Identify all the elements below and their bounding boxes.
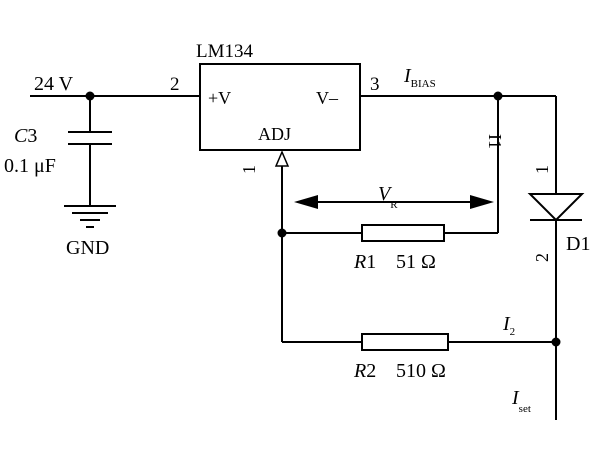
i2-label: I2 (502, 313, 515, 338)
vr-arrow-left-icon (294, 195, 318, 209)
r2-body (361, 333, 449, 351)
r1-value: 51 Ω (396, 251, 436, 273)
r2-label: R2 (353, 360, 376, 382)
iset-label: Iset (511, 387, 531, 415)
d1-pin1: 1 (532, 165, 552, 174)
c3-label: C3 (14, 125, 37, 147)
lm134-body (199, 63, 361, 151)
i2-main: I (502, 313, 511, 335)
pin3-number: 3 (370, 74, 380, 95)
pin-adj-label: ADJ (258, 124, 291, 144)
supply-voltage-label: 24 V (34, 73, 74, 95)
lm134-name: LM134 (196, 41, 254, 62)
vr-main: V (378, 183, 393, 205)
output-bottom-junction (551, 337, 561, 347)
c3-value: 0.1 μF (4, 155, 56, 177)
r2-ref-num: 2 (366, 360, 376, 382)
ground-label: GND (66, 237, 109, 259)
r1-ref-num: 1 (366, 251, 376, 273)
i-bias-label: IBIAS (403, 65, 436, 90)
i2-sub: 2 (510, 326, 516, 338)
r1-label: R1 (353, 251, 376, 273)
i1-label: I1 (485, 134, 505, 149)
iset-sub: set (519, 403, 531, 415)
c3-ref-num: 3 (27, 125, 37, 147)
r1-ref-letter: R (353, 251, 366, 273)
adj-junction (277, 228, 287, 238)
pin-vminus-label: V– (316, 88, 339, 108)
r2-value: 510 Ω (396, 360, 446, 382)
r1-body (361, 224, 445, 242)
i-bias-main: I (403, 65, 412, 87)
iset-main: I (511, 387, 520, 409)
d1-triangle-icon (527, 193, 585, 222)
d1-pin2: 2 (532, 253, 552, 262)
pin-vplus-label: +V (208, 88, 231, 108)
vr-arrow-right-icon (470, 195, 494, 209)
i-bias-sub: BIAS (411, 78, 436, 90)
r2-ref-letter: R (353, 360, 366, 382)
adj-arrow-icon (274, 150, 290, 167)
pin2-number: 2 (170, 74, 180, 95)
d1-label: D1 (566, 233, 590, 255)
c3-ref-letter: C (14, 125, 28, 147)
vr-sub: R (390, 199, 398, 211)
vr-label: VR (378, 183, 398, 211)
pin1-number: 1 (239, 165, 259, 174)
